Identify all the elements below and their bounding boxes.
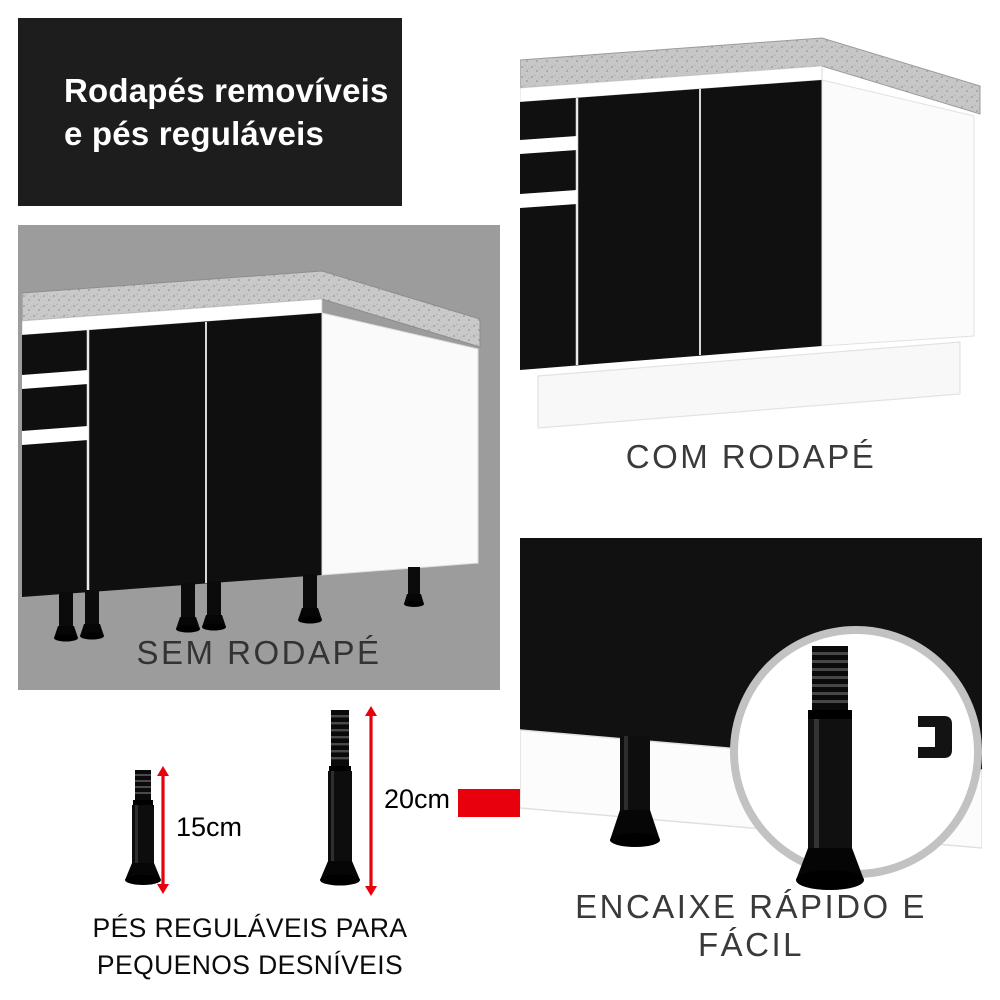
cabinet-leg (404, 567, 424, 607)
adjustable-foot-large (320, 710, 360, 886)
com-rodape-label: COM RODAPÉ (625, 438, 877, 475)
title-box: Rodapés removíveis e pés reguláveis (18, 18, 402, 206)
drawer-handle (520, 136, 577, 154)
cabinet-with-plinth-illustration (520, 37, 981, 429)
title-line-1: Rodapés removíveis (64, 72, 389, 109)
panel-sem-rodape: SEM RODAPÉ (18, 225, 500, 690)
cabinet-front (22, 313, 322, 597)
drawer-handle (520, 190, 577, 208)
dimension-line-20cm (365, 706, 377, 896)
page-title: Rodapés removíveis e pés reguláveis (18, 69, 389, 155)
mount-clip (918, 716, 952, 758)
cabinet-leg (202, 581, 226, 631)
leg-mount-closeup-illustration (520, 538, 982, 890)
feet-caption-line-2: PEQUENOS DESNÍVEIS (96, 950, 404, 980)
cabinet-with-legs-illustration (22, 270, 481, 642)
cabinet-side (821, 79, 975, 347)
adjustable-foot-small (125, 770, 161, 885)
foot-height-label-large: 20cm (384, 784, 451, 814)
foot-height-label-small: 15cm (176, 812, 243, 842)
feet-caption: PÉS REGULÁVEIS PARA PEQUENOS DESNÍVEIS (18, 910, 482, 984)
dimension-line-15cm (157, 766, 169, 894)
feet-section: 15cm 20cm PÉS REGULÁVEIS PARA PEQUENOS D… (18, 700, 500, 990)
drawer-handle (22, 370, 88, 389)
cabinet-leg (80, 590, 104, 640)
sem-rodape-label: SEM RODAPÉ (136, 634, 382, 671)
drawer-handle (22, 426, 88, 445)
panel-encaixe: ENCAIXE RÁPIDO E FÁCIL (520, 518, 982, 982)
title-line-2: e pés reguláveis (64, 115, 325, 152)
panel-com-rodape: COM RODAPÉ (520, 18, 982, 492)
countertop (520, 37, 981, 115)
mounted-leg (610, 736, 660, 847)
zoomed-leg (796, 646, 864, 890)
cabinet-leg (176, 583, 200, 633)
encaixe-label: ENCAIXE RÁPIDO E FÁCIL (575, 888, 927, 963)
feet-caption-line-1: PÉS REGULÁVEIS PARA (92, 913, 408, 943)
cabinet-leg (54, 592, 78, 642)
cabinet-front (520, 80, 822, 370)
cabinet-leg (298, 574, 322, 624)
cabinet-side (321, 312, 479, 576)
plinth-rodape (537, 341, 961, 429)
countertop (22, 270, 481, 348)
